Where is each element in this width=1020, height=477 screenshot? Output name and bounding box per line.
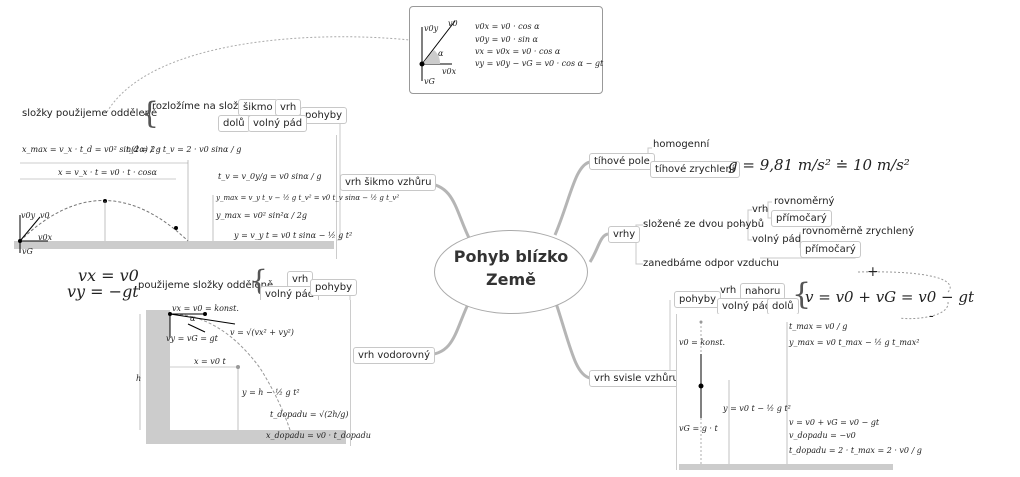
eq-vod-xd: x_dopadu = v0 · t_dopadu — [266, 431, 371, 440]
node-sikmo[interactable]: šikmo — [238, 99, 278, 116]
node-vrh-svisle[interactable]: vrh svisle vzhůru — [589, 370, 684, 387]
plus-sign: + — [867, 264, 879, 280]
node-primocary-2[interactable]: přímočarý — [800, 241, 861, 258]
eq-x-sikmo: x = v_x · t = v0 · t · cosα — [58, 168, 157, 177]
eq-ymax2: y_max = v0² sin²α / 2g — [216, 211, 307, 220]
label-sikmo-v0: v0 — [40, 211, 50, 220]
eq-vod-x: x = v0 t — [194, 357, 226, 366]
label-v0x: v0x — [442, 67, 457, 76]
label-rozlozime: rozložíme na složky — [152, 101, 250, 112]
big-eq-svisle: v = v0 + vG = v0 − gt — [805, 288, 975, 306]
eq-svisle-v0: v0 = konst. — [679, 338, 726, 347]
label-sikmo-v0y: v0y — [21, 211, 36, 220]
label-vrhy-volny-pad: volný pád — [752, 234, 802, 245]
eq-ymax1: y_max = v_y t_v − ½ g t_v² = v0 t_v sinα… — [216, 194, 400, 202]
node-vodorovny-pohyby[interactable]: pohyby — [310, 279, 357, 296]
label-v0y: v0y — [424, 24, 439, 33]
svisle-diagram — [679, 320, 893, 470]
eq-td: t_d = 2 · t_v = 2 · v0 sinα / g — [126, 145, 242, 154]
brace-sikmo: { — [140, 96, 160, 131]
brace-svisle: { — [792, 277, 812, 312]
eq-v0y: v0y = v0 · sin α — [475, 35, 538, 44]
eq-svisle-ymax: y_max = v0 t_max − ½ g t_max² — [789, 338, 920, 347]
label-vrhy-vrh: vrh — [752, 204, 769, 215]
eq-vod-vy: vy = vG = gt — [166, 334, 218, 343]
node-tihove-pole[interactable]: tíhové pole — [589, 153, 655, 170]
eq-y-sikmo: y = v_y t = v0 t sinα − ½ g t² — [234, 231, 353, 240]
eq-vod-v: v = √(vx² + vy²) — [230, 328, 294, 337]
node-volny-pad[interactable]: volný pád — [248, 115, 308, 132]
vector-diagram — [419, 20, 456, 81]
node-svisle-pohyby[interactable]: pohyby — [674, 291, 721, 308]
eq-svisle-y: y = v0 t − ½ g t² — [723, 404, 791, 413]
label-sikmo-v0x: v0x — [38, 233, 53, 242]
label-slozky-oddelene: složky použijeme odděleně — [22, 108, 158, 119]
node-vrh-sikmo[interactable]: vrh šikmo vzhůru — [340, 174, 437, 191]
label-rovnomerny: rovnoměrný — [774, 196, 835, 207]
label-sikmo-vG: vG — [22, 247, 33, 256]
eq-vod-alpha: α — [190, 314, 196, 323]
central-title-line1: Pohyb blízko — [453, 247, 569, 266]
label-slozene: složené ze dvou pohybů — [643, 219, 765, 230]
panel-vodorovny: vx = v0 = konst. α vy = vG = gt v = √(vx… — [130, 300, 371, 446]
eq-v0x: v0x = v0 · cos α — [475, 22, 540, 31]
node-pohyby[interactable]: pohyby — [300, 107, 347, 124]
eq-xmax: x_max = v_x · t_d = v0² sin(2α) / g — [22, 145, 161, 154]
panel-svisle: t_max = v0 / g y_max = v0 t_max − ½ g t_… — [676, 314, 922, 470]
eq-vod-vx: vx = v0 = konst. — [172, 304, 239, 313]
central-topic[interactable]: Pohyb blízko Země — [434, 230, 588, 314]
label-zanedbame: zanedbáme odpor vzduchu — [643, 258, 780, 269]
node-vrhy[interactable]: vrhy — [608, 226, 641, 243]
label-homogenni: homogenní — [653, 139, 710, 150]
label-alpha: α — [438, 49, 444, 58]
eq-svisle-v: v = v0 + vG = v0 − gt — [789, 418, 880, 427]
eq-vod-td: t_dopadu = √(2h/g) — [270, 410, 349, 419]
vector-panel: v0y v0 α v0x vG v0x = v0 · cos α v0y = v… — [409, 6, 603, 94]
eq-g-value: g = 9,81 m/s² ≐ 10 m/s² — [728, 156, 910, 174]
eq-vod-y: y = h − ½ g t² — [242, 388, 300, 397]
eq-svisle-vG: vG = g · t — [679, 424, 718, 433]
label-v0: v0 — [448, 19, 458, 28]
central-title-line2: Země — [486, 270, 536, 289]
eq-vx: vx = v0x = v0 · cos α — [475, 47, 561, 56]
node-dolu[interactable]: dolů — [218, 115, 250, 132]
vodorovny-diagram — [139, 310, 346, 444]
node-vrh[interactable]: vrh — [275, 99, 302, 116]
node-tihove-zrychleni[interactable]: tíhové zrychlení — [650, 161, 740, 178]
eq-svisle-tmax: t_max = v0 / g — [789, 322, 848, 331]
label-pouzijeme: použijeme složky odděleně — [138, 280, 274, 291]
label-vG: vG — [424, 77, 435, 86]
eq-vy: vy = v0y − vG = v0 · cos α − gt — [475, 59, 604, 68]
eq-vod-h: h — [136, 374, 142, 383]
node-vrh-vodorovny[interactable]: vrh vodorovný — [353, 347, 436, 364]
panel-sikmo: x_max = v_x · t_d = v0² sin(2α) / g t_d … — [8, 135, 399, 259]
eq-svisle-vd: v_dopadu = −v0 — [789, 431, 856, 440]
big-eq-vx: vx = v0 — [78, 266, 139, 285]
eq-svisle-tdop: t_dopadu = 2 · t_max = 2 · v0 / g — [789, 446, 922, 455]
label-rovnomerne-zrychleny: rovnoměrně zrychlený — [802, 226, 915, 237]
big-eq-vy: vy = −gt — [67, 282, 139, 301]
node-primocary-1[interactable]: přímočarý — [771, 210, 832, 227]
sikmo-diagram — [14, 160, 334, 253]
eq-tv: t_v = v_0y/g = v0 sinα / g — [218, 172, 322, 181]
label-svisle-vrh: vrh — [720, 285, 737, 296]
minus-sign: - — [929, 308, 934, 324]
